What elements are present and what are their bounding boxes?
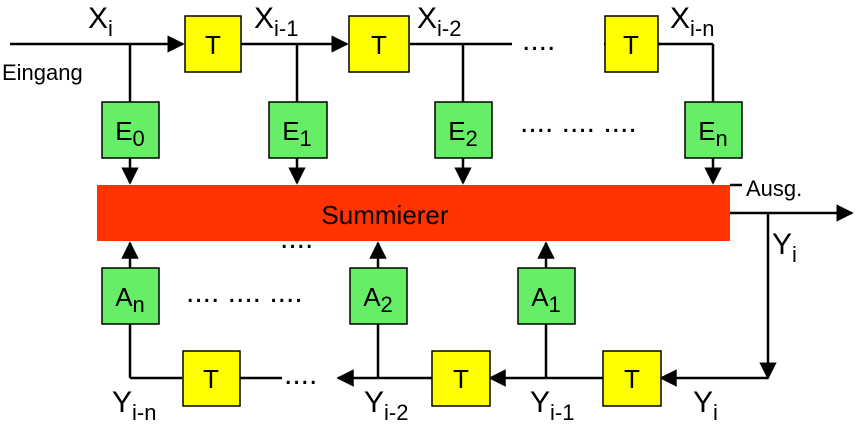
delay-block [604, 15, 659, 73]
delay-label: T [623, 30, 639, 60]
coeff-label: E2 [448, 116, 478, 151]
delay-label: T [453, 364, 469, 394]
delay-block [348, 15, 410, 73]
coeff-block-a1 [517, 267, 576, 325]
signal-y: Yi-2 [364, 386, 408, 424]
delay-block [184, 15, 242, 73]
summer-label: Summierer [321, 200, 448, 230]
ellipsis: .... [284, 358, 317, 391]
coeff-block-e0 [101, 101, 160, 159]
coeff-block-an [101, 267, 160, 325]
signal-y-output: Yi [772, 228, 797, 267]
signal-x: Xi-2 [417, 2, 461, 41]
ellipsis: .... [522, 24, 555, 57]
input-label: Eingang [2, 60, 83, 85]
signal-x: Xi-n [670, 2, 714, 41]
delay-label: T [371, 30, 387, 60]
delay-label: T [624, 364, 640, 394]
signal-x: Xi-1 [254, 2, 298, 41]
delay-block [602, 350, 662, 407]
output-label: Ausg. [746, 176, 802, 201]
e-coefficient-blocks: E0 E1 E2 En [101, 101, 743, 159]
signal-x: Xi [88, 2, 113, 41]
coeff-block-e2 [434, 101, 493, 159]
ellipsis: .... .... .... [520, 106, 637, 139]
wires [10, 35, 854, 387]
signal-labels: Eingang Xi Xi-1 Xi-2 Xi-n Ausg. Yi Yi-n … [2, 2, 802, 424]
signal-y: Yi [693, 386, 718, 424]
signal-y: Yi-n [112, 386, 156, 424]
delay-label: T [203, 364, 219, 394]
coeff-label: An [115, 282, 145, 317]
bottom-delay-blocks: T T T [182, 350, 662, 407]
coeff-block-a2 [349, 267, 408, 325]
coeff-label: A2 [363, 282, 393, 317]
summer-block [97, 185, 730, 241]
coeff-block-en [684, 101, 743, 159]
ellipsis-marks: .... .... .... .... .... .... .... .... … [186, 24, 637, 391]
coeff-label: E1 [282, 116, 312, 151]
ellipsis: .... [280, 222, 313, 255]
coeff-label: En [698, 116, 728, 151]
delay-block [431, 350, 491, 407]
delay-label: T [205, 30, 221, 60]
top-delay-blocks: T T T [184, 15, 659, 73]
coeff-block-e1 [268, 101, 328, 159]
a-coefficient-blocks: An A2 A1 [101, 267, 576, 325]
coeff-label: E0 [115, 116, 145, 151]
ellipsis: .... .... .... [186, 276, 303, 309]
signal-y: Yi-1 [530, 386, 574, 424]
delay-block [182, 350, 241, 407]
coeff-label: A1 [531, 282, 561, 317]
